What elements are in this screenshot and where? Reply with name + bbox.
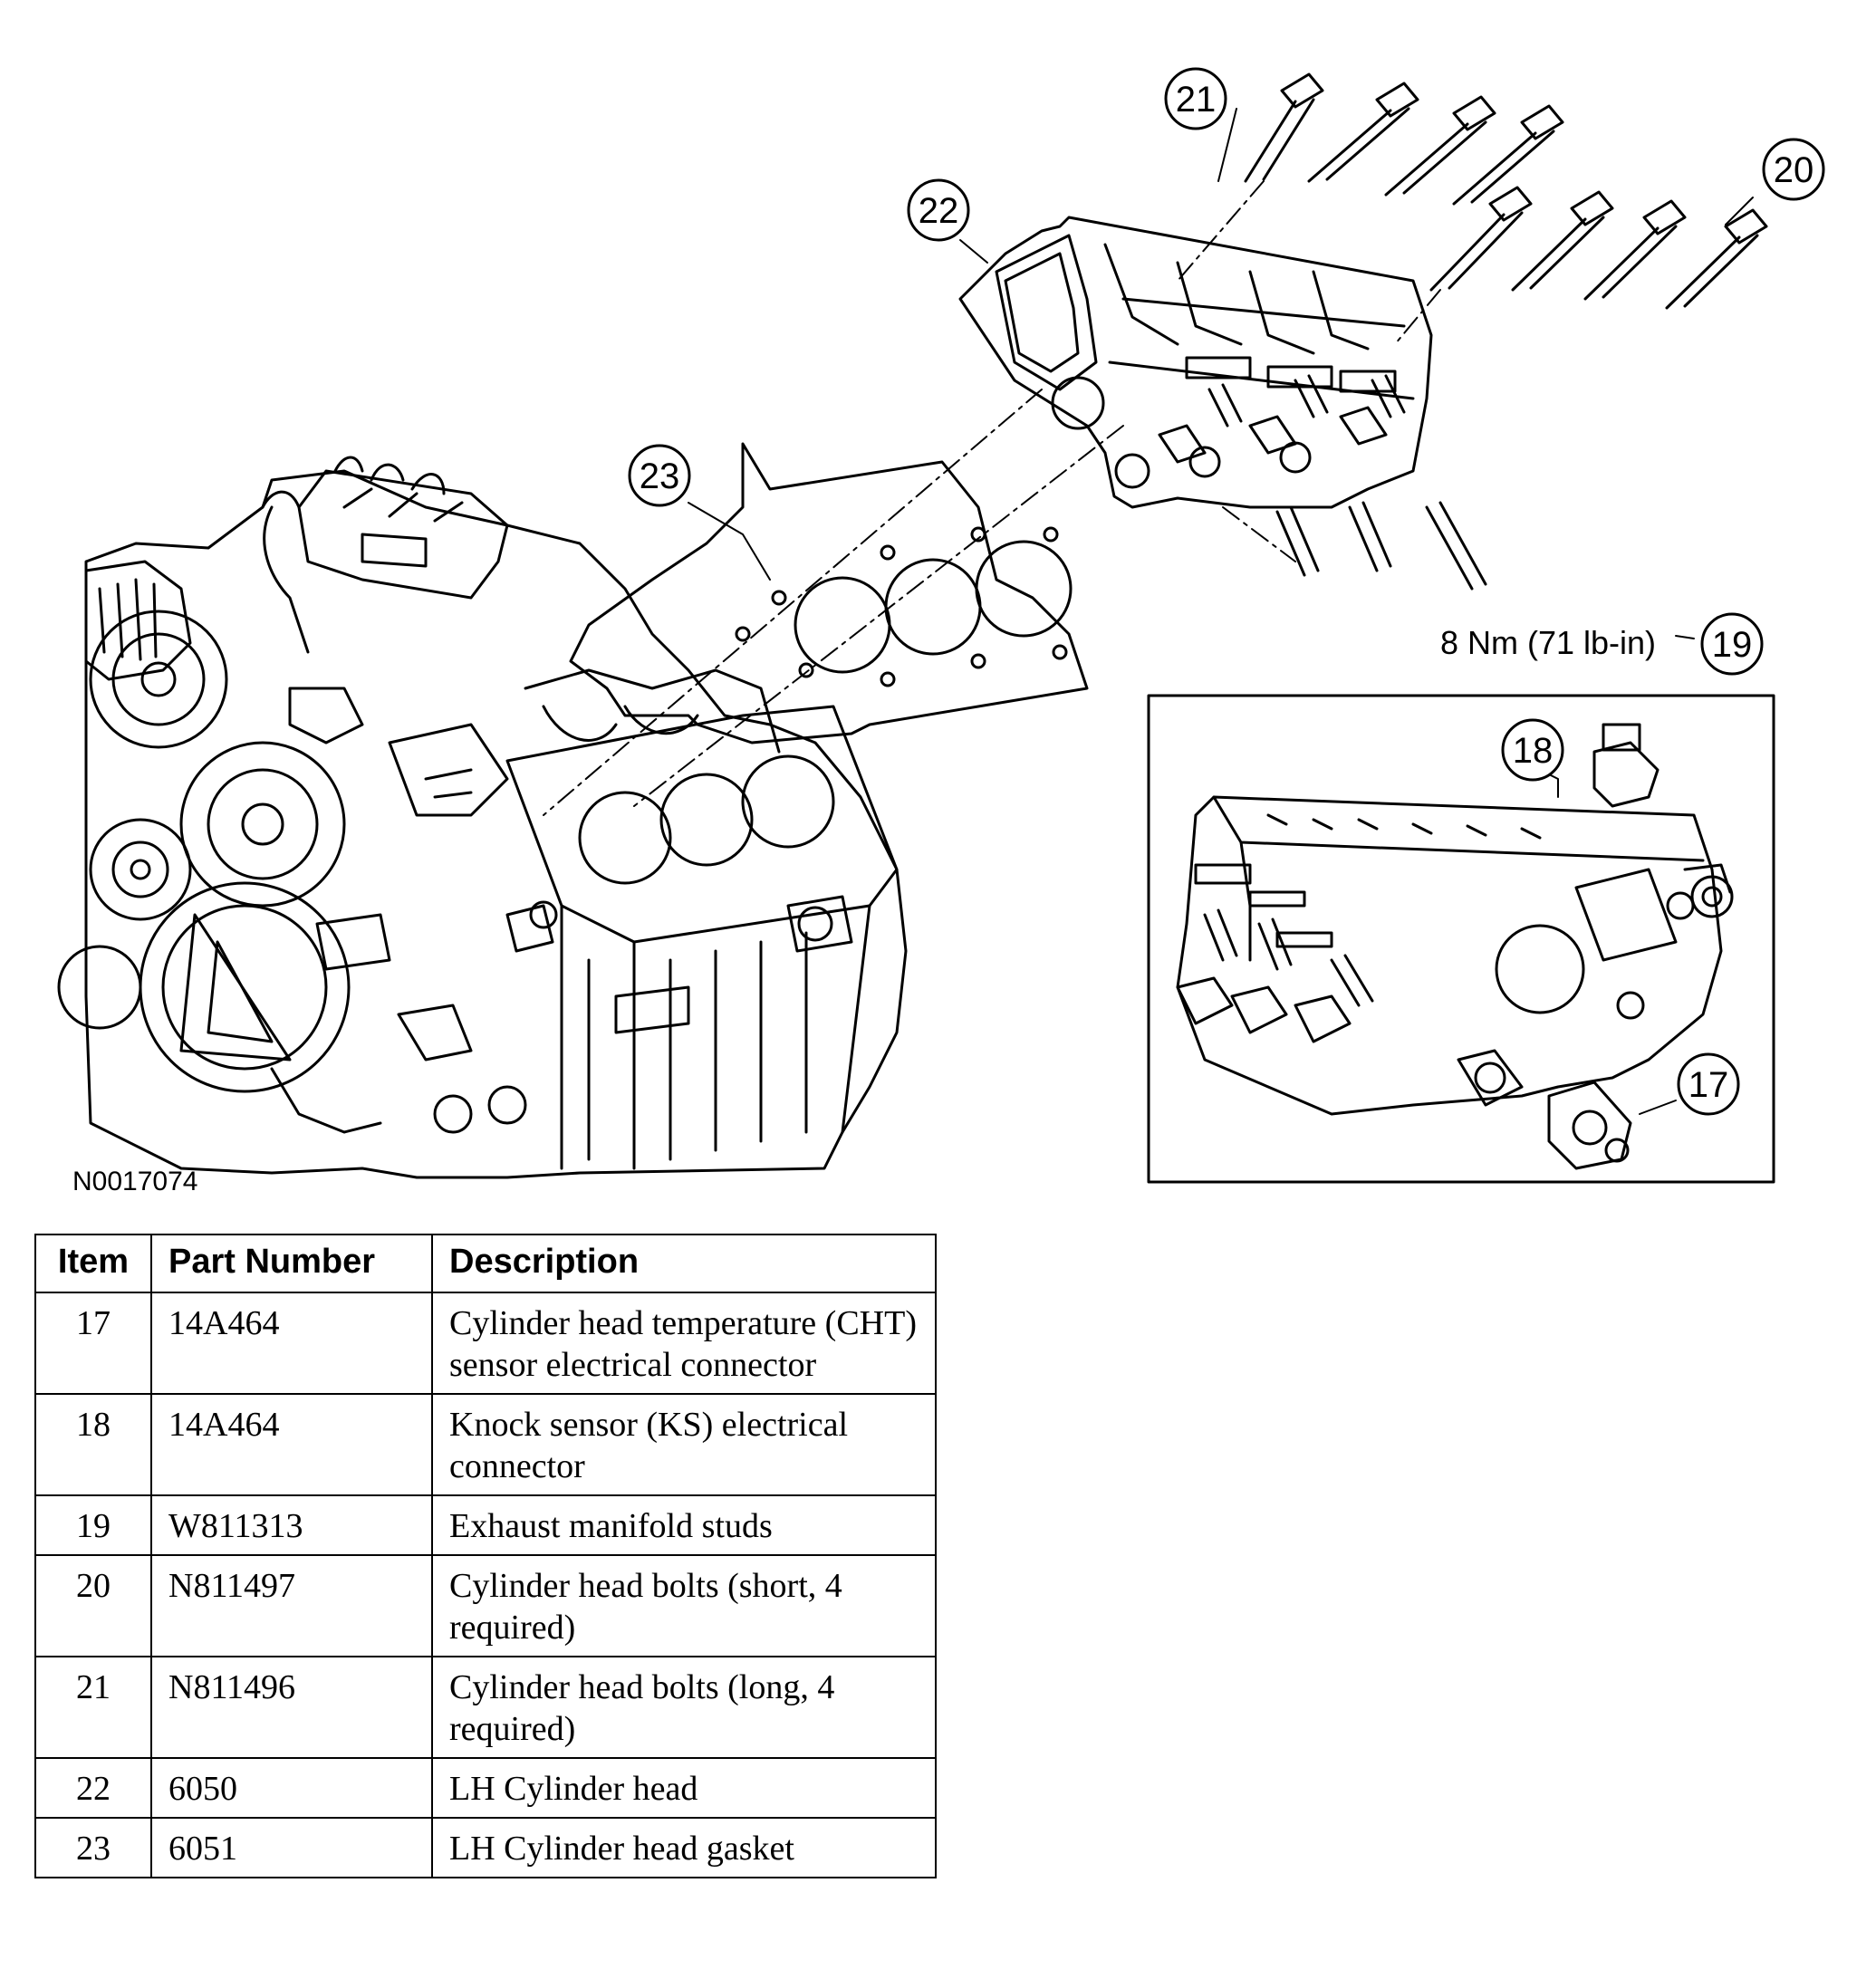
row-item: 22 xyxy=(34,1757,152,1819)
header-description: Description xyxy=(431,1234,937,1293)
short-head-bolt-drawings xyxy=(1429,186,1768,310)
parts-table: Item Part Number Description 17 14A464 C… xyxy=(34,1234,937,1878)
table-row: 19 W811313 Exhaust manifold studs xyxy=(34,1494,937,1556)
header-part-number: Part Number xyxy=(150,1234,433,1293)
row-item: 20 xyxy=(34,1554,152,1657)
row-description: Knock sensor (KS) electrical connector xyxy=(431,1393,937,1496)
row-part-number: N811496 xyxy=(150,1656,433,1759)
torque-spec-label: 8 Nm (71 lb-in) xyxy=(1440,624,1656,661)
row-description: Cylinder head temperature (CHT) sensor e… xyxy=(431,1292,937,1395)
callout-22-label: 22 xyxy=(919,191,959,231)
parts-table-header-row: Item Part Number Description xyxy=(34,1234,937,1293)
row-description: Exhaust manifold studs xyxy=(431,1494,937,1556)
row-item: 17 xyxy=(34,1292,152,1395)
row-part-number: 6050 xyxy=(150,1757,433,1819)
row-part-number: 14A464 xyxy=(150,1292,433,1395)
callout-19: 19 xyxy=(1700,612,1764,676)
callout-22: 22 xyxy=(907,178,970,242)
header-item: Item xyxy=(34,1234,152,1293)
long-head-bolt-drawings xyxy=(1244,72,1564,206)
callout-19-label: 19 xyxy=(1712,625,1753,665)
callout-21: 21 xyxy=(1164,67,1227,130)
row-part-number: 6051 xyxy=(150,1817,433,1878)
engine-block-drawing xyxy=(57,456,908,1179)
row-description: Cylinder head bolts (short, 4 required) xyxy=(431,1554,937,1657)
inset-frame xyxy=(1147,694,1775,1184)
table-row: 22 6050 LH Cylinder head xyxy=(34,1757,937,1819)
table-row: 20 N811497 Cylinder head bolts (short, 4… xyxy=(34,1554,937,1657)
callout-18-label: 18 xyxy=(1513,731,1554,771)
callout-17: 17 xyxy=(1677,1052,1740,1116)
row-part-number: 14A464 xyxy=(150,1393,433,1496)
callout-21-label: 21 xyxy=(1176,80,1217,120)
row-item: 19 xyxy=(34,1494,152,1556)
table-row: 21 N811496 Cylinder head bolts (long, 4 … xyxy=(34,1656,937,1759)
table-row: 23 6051 LH Cylinder head gasket xyxy=(34,1817,937,1878)
row-item: 18 xyxy=(34,1393,152,1496)
table-row: 17 14A464 Cylinder head temperature (CHT… xyxy=(34,1292,937,1395)
table-row: 18 14A464 Knock sensor (KS) electrical c… xyxy=(34,1393,937,1496)
figure-id: N0017074 xyxy=(72,1167,198,1196)
alignment-lines xyxy=(543,180,1441,816)
callout-23: 23 xyxy=(628,444,691,507)
row-description: Cylinder head bolts (long, 4 required) xyxy=(431,1656,937,1759)
row-item: 21 xyxy=(34,1656,152,1759)
leader-lines xyxy=(688,108,1754,1115)
callout-20-label: 20 xyxy=(1774,150,1814,190)
inset-cylinder-head-drawing xyxy=(1176,723,1734,1170)
cylinder-head-drawing xyxy=(958,216,1433,509)
row-item: 23 xyxy=(34,1817,152,1878)
exhaust-stud-drawings xyxy=(1207,374,1487,591)
row-part-number: W811313 xyxy=(150,1494,433,1556)
head-gasket-drawing xyxy=(569,442,1089,745)
callout-23-label: 23 xyxy=(640,456,680,496)
callout-18: 18 xyxy=(1501,718,1564,782)
row-description: LH Cylinder head gasket xyxy=(431,1817,937,1878)
callout-17-label: 17 xyxy=(1688,1065,1729,1105)
exploded-view-illustration: 21 20 22 23 19 18 17 8 Nm (71 lb-in) xyxy=(57,67,1825,1184)
row-part-number: N811497 xyxy=(150,1554,433,1657)
callout-20: 20 xyxy=(1762,138,1825,201)
row-description: LH Cylinder head xyxy=(431,1757,937,1819)
